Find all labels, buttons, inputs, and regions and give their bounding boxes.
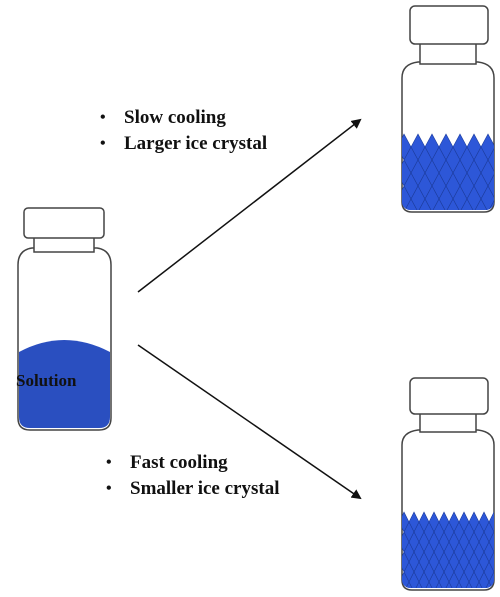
- fast-cooling-vial: [401, 377, 495, 591]
- large-ice-crystal: [473, 198, 489, 210]
- slow-bullet-text: Slow cooling: [124, 107, 226, 128]
- small-ice-crystal: [403, 581, 415, 588]
- large-ice-crystal: [403, 198, 419, 210]
- slow-vial-neck: [419, 41, 477, 65]
- large-ice-crystal: [459, 198, 475, 210]
- fast-vial-cap: [409, 377, 489, 415]
- fast-cooling-bullets: • Fast cooling • Smaller ice crystal: [104, 450, 280, 502]
- small-ice-crystal: [453, 581, 465, 588]
- small-ice-crystal: [493, 521, 494, 543]
- large-ice-crystal: [487, 198, 494, 210]
- bullet-dot: •: [106, 480, 112, 497]
- fast-bullet-text: Fast cooling: [130, 452, 228, 473]
- large-ice-crystal: [417, 198, 433, 210]
- solution-vial-cap: [23, 207, 105, 239]
- solution-vial: Solution: [16, 207, 112, 431]
- slow-bullet-item: • Larger ice crystal: [98, 131, 267, 157]
- small-ice-crystal: [423, 581, 435, 588]
- bullet-dot: •: [100, 109, 106, 126]
- large-ice-crystal: [495, 160, 500, 186]
- small-ice-crystal: [413, 581, 425, 588]
- slow-cooling-vial: [401, 5, 500, 213]
- large-ice-crystal: [495, 186, 500, 212]
- small-ice-crystal: [493, 541, 494, 563]
- fast-bullet-item: • Fast cooling: [104, 450, 280, 476]
- large-ice-crystal: [445, 198, 461, 210]
- small-ice-crystal: [493, 561, 494, 583]
- small-ice-crystal: [463, 581, 475, 588]
- small-ice-crystal: [443, 581, 455, 588]
- large-ice-crystals: [402, 133, 500, 212]
- small-ice-crystal: [493, 581, 494, 588]
- fast-vial-neck: [419, 411, 477, 433]
- slow-vial-cap: [409, 5, 489, 45]
- bullet-dot: •: [100, 135, 106, 152]
- fast-bullet-item: • Smaller ice crystal: [104, 476, 280, 502]
- small-ice-crystal: [433, 581, 445, 588]
- large-ice-crystal: [431, 198, 447, 210]
- small-ice-crystal: [473, 581, 485, 588]
- arrow-to-fast-vial: [137, 344, 362, 500]
- solution-label: Solution: [16, 371, 77, 390]
- arrow-to-slow-vial: [137, 118, 362, 293]
- fast-bullet-text: Smaller ice crystal: [130, 478, 280, 499]
- large-ice-crystal: [495, 134, 500, 160]
- bullet-dot: •: [106, 454, 112, 471]
- small-ice-crystals: [402, 511, 494, 588]
- slow-cooling-bullets: • Slow cooling • Larger ice crystal: [98, 105, 267, 157]
- slow-bullet-item: • Slow cooling: [98, 105, 267, 131]
- solution-liquid: [19, 340, 110, 428]
- slow-bullet-text: Larger ice crystal: [124, 133, 268, 154]
